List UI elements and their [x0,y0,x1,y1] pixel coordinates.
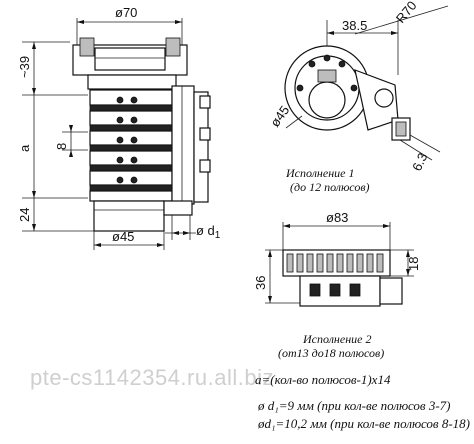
caption-v2-line2: (от13 до18 полюсов) [278,346,384,360]
dim-shaft: ø45 [112,229,134,244]
dim-pitch: a [17,144,32,152]
dim-bottom: 24 [17,208,32,222]
watermark: pte-cs1142354.ru.all.biz [30,365,274,390]
ring-stack [89,85,211,205]
dim-top-width: ø70 [115,5,137,20]
slip-ring-side-view: ø70 [17,5,221,250]
dim-height-top: ~39 [17,56,32,78]
dim-offset: 38.5 [342,18,367,33]
dim-slot: 6.3 [409,151,430,174]
version-2-view: ø83 36 18 Исполнение 2 [253,210,421,360]
caption-v1-line1: Исполнение 1 [285,166,354,180]
dim-v2-ring: 18 [406,257,421,271]
formula-wire-large: ød₁=10,2 мм (при кол-ве полюсов 8-18) [257,416,470,431]
formula-pitch: a=(кол-во полюсов-1)x14 [255,372,391,387]
dim-ring: 8 [54,143,69,150]
dim-radius: R70 [393,0,420,26]
dim-v2-width: ø83 [326,210,348,225]
caption-v1-line2: (до 12 полюсов) [290,180,370,194]
caption-v2-line1: Исполнение 2 [302,332,371,346]
dim-v2-height: 36 [253,276,268,290]
dim-wire: ø d1 [196,223,221,241]
formula-wire-small: ø d₁=9 мм (при кол-ве полюсов 3-7) [257,398,450,413]
end-view-version-1: 38.5 R70 ø45 6.3 Исполнение 1 (до 12 пол… [267,0,449,194]
